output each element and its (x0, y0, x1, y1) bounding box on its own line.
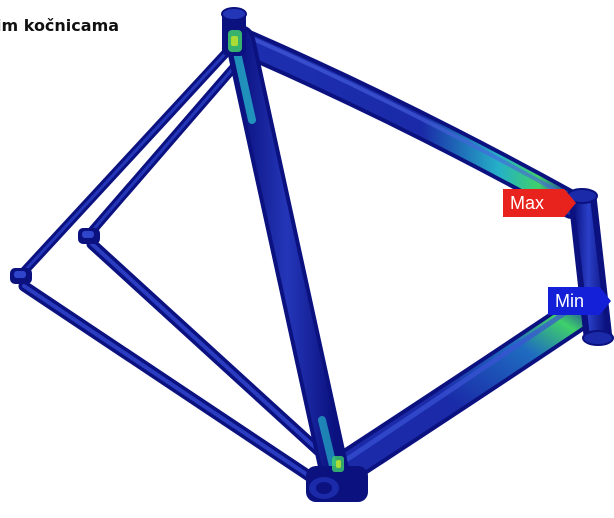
bottom-bracket (306, 456, 368, 502)
seat-tube (225, 25, 349, 485)
page-title: im kočnicama (0, 16, 120, 35)
max-stress-label: Max (503, 189, 576, 217)
seat-stay-left (13, 37, 241, 283)
min-stress-label: Min (548, 287, 611, 315)
top-tube (224, 26, 586, 219)
rear-dropout-right (78, 228, 100, 244)
seat-stay-right (81, 53, 247, 243)
chain-stay-left (18, 280, 324, 488)
down-tube (313, 289, 607, 495)
rear-dropout-left (10, 268, 32, 284)
seat-cluster (221, 7, 247, 56)
chain-stay-right (86, 238, 326, 458)
